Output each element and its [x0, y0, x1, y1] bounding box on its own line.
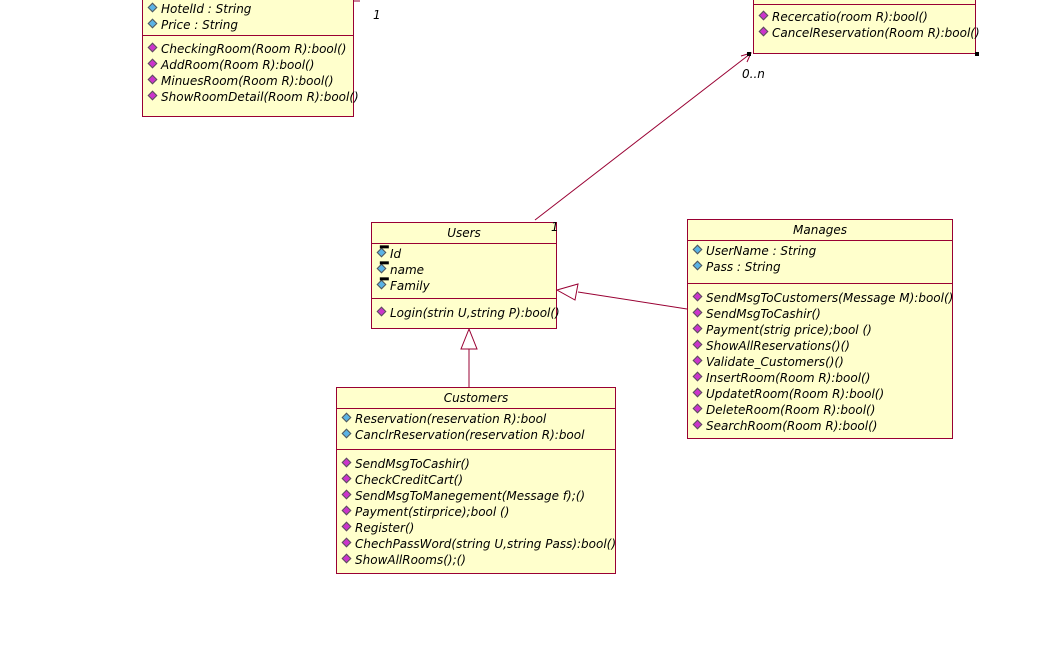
- operation-row: CancelReservation(Room R):bool(): [754, 25, 980, 41]
- generalization-manages-users: [577, 291, 688, 310]
- operation-row: ShowRoomDetail(Room R):bool(): [143, 89, 359, 105]
- operation-row: AddRoom(Room R):bool(): [143, 57, 353, 73]
- generalization-arrowhead-users-right: [555, 283, 579, 301]
- operation-icon: [147, 42, 158, 53]
- operation-row: ShowAllRooms();(): [337, 552, 615, 568]
- attribute-icon: [692, 244, 703, 255]
- protected-attribute-icon: [376, 247, 387, 258]
- class-customers[interactable]: Customers Reservation(reservation R):boo…: [336, 387, 616, 574]
- attribute-row: Family: [372, 278, 556, 294]
- operation-row: ChechPassWord(string U,string Pass):bool…: [337, 536, 616, 552]
- protected-attribute-icon: [376, 279, 387, 290]
- operation-icon: [341, 505, 352, 516]
- operation-icon: [147, 58, 158, 69]
- operation-row: MinuesRoom(Room R):bool(): [143, 73, 353, 89]
- operation-icon: [692, 291, 703, 302]
- class-users-title: Users: [372, 223, 556, 244]
- operation-icon: [376, 306, 387, 317]
- attribute-row: CanclrReservation(reservation R):bool: [337, 427, 615, 443]
- operation-icon: [341, 521, 352, 532]
- class-manages[interactable]: Manages UserName : String Pass : String …: [687, 219, 953, 439]
- room-operations: CheckingRoom(Room R):bool() AddRoom(Room…: [143, 36, 359, 107]
- operation-row: ShowAllReservations()(): [688, 338, 952, 354]
- class-manages-title: Manages: [688, 220, 952, 241]
- attribute-icon: [341, 428, 352, 439]
- association-users-reservation: [534, 53, 751, 221]
- operation-icon: [692, 387, 703, 398]
- attribute-row: Reservation(reservation R):bool: [337, 411, 615, 427]
- attribute-row: UserName : String: [688, 243, 952, 259]
- operation-icon: [758, 10, 769, 21]
- reservation-attributes: [754, 0, 975, 5]
- manages-operations: SendMsgToCustomers(Message M):bool() Sen…: [688, 284, 953, 436]
- attribute-row: Price : String: [143, 17, 353, 33]
- attribute-row: Pass : String: [688, 259, 952, 275]
- reservation-operations: Recercatio(room R):bool() CancelReservat…: [754, 5, 980, 43]
- operation-icon: [692, 355, 703, 366]
- generalization-arrowhead-users-bottom: [460, 327, 478, 350]
- protected-attribute-icon: [376, 263, 387, 274]
- class-room[interactable]: HotelId : String Price : String Checking…: [142, 0, 359, 117]
- users-attributes: Id name Family: [372, 244, 556, 299]
- operation-row: SearchRoom(Room R):bool(): [688, 418, 952, 434]
- attribute-row: HotelId : String: [143, 1, 353, 17]
- operation-icon: [341, 489, 352, 500]
- class-customers-title: Customers: [337, 388, 615, 409]
- operation-row: Login(strin U,string P):bool(): [372, 305, 560, 321]
- multiplicity-reservation: 0..n: [742, 67, 765, 81]
- operation-row: Recercatio(room R):bool(): [754, 9, 975, 25]
- operation-icon: [692, 419, 703, 430]
- operation-row: Payment(stirprice);bool (): [337, 504, 615, 520]
- operation-row: Payment(strig price);bool (): [688, 322, 952, 338]
- operation-icon: [341, 457, 352, 468]
- selection-handle[interactable]: [747, 52, 751, 56]
- operation-icon: [692, 339, 703, 350]
- operation-row: Register(): [337, 520, 615, 536]
- operation-icon: [692, 403, 703, 414]
- operation-row: SendMsgToCustomers(Message M):bool(): [688, 290, 953, 306]
- operation-row: InsertRoom(Room R):bool(): [688, 370, 952, 386]
- operation-row: CheckCreditCart(): [337, 472, 615, 488]
- class-reservation[interactable]: Recercatio(room R):bool() CancelReservat…: [753, 0, 980, 54]
- class-users[interactable]: Users Id name Family Login(strin U,strin…: [371, 222, 560, 329]
- multiplicity-room: 1: [373, 8, 381, 22]
- operation-row: DeleteRoom(Room R):bool(): [688, 402, 952, 418]
- room-attributes: HotelId : String Price : String: [143, 0, 353, 36]
- operation-icon: [341, 553, 352, 564]
- manages-attributes: UserName : String Pass : String: [688, 241, 952, 284]
- operation-icon: [341, 537, 352, 548]
- users-operations: Login(strin U,string P):bool(): [372, 299, 560, 323]
- operation-row: Validate_Customers()(): [688, 354, 952, 370]
- operation-row: SendMsgToCashir(): [337, 456, 615, 472]
- operation-icon: [758, 26, 769, 37]
- customers-operations: SendMsgToCashir() CheckCreditCart() Send…: [337, 450, 616, 570]
- selection-handle[interactable]: [975, 52, 979, 56]
- operation-row: CheckingRoom(Room R):bool(): [143, 41, 353, 57]
- operation-row: SendMsgToManegement(Message f);(): [337, 488, 615, 504]
- attribute-row: name: [372, 262, 556, 278]
- multiplicity-users: 1: [551, 220, 559, 234]
- operation-row: SendMsgToCashir(): [688, 306, 952, 322]
- operation-icon: [341, 473, 352, 484]
- customers-attributes: Reservation(reservation R):bool CanclrRe…: [337, 409, 615, 450]
- operation-icon: [147, 90, 158, 101]
- operation-icon: [147, 74, 158, 85]
- attribute-row: Id: [372, 246, 556, 262]
- operation-icon: [692, 323, 703, 334]
- operation-icon: [692, 307, 703, 318]
- attribute-icon: [147, 2, 158, 13]
- association-arrowhead: [740, 52, 752, 63]
- attribute-icon: [341, 412, 352, 423]
- attribute-icon: [147, 18, 158, 29]
- operation-icon: [692, 371, 703, 382]
- operation-row: UpdatetRoom(Room R):bool(): [688, 386, 952, 402]
- attribute-icon: [692, 260, 703, 271]
